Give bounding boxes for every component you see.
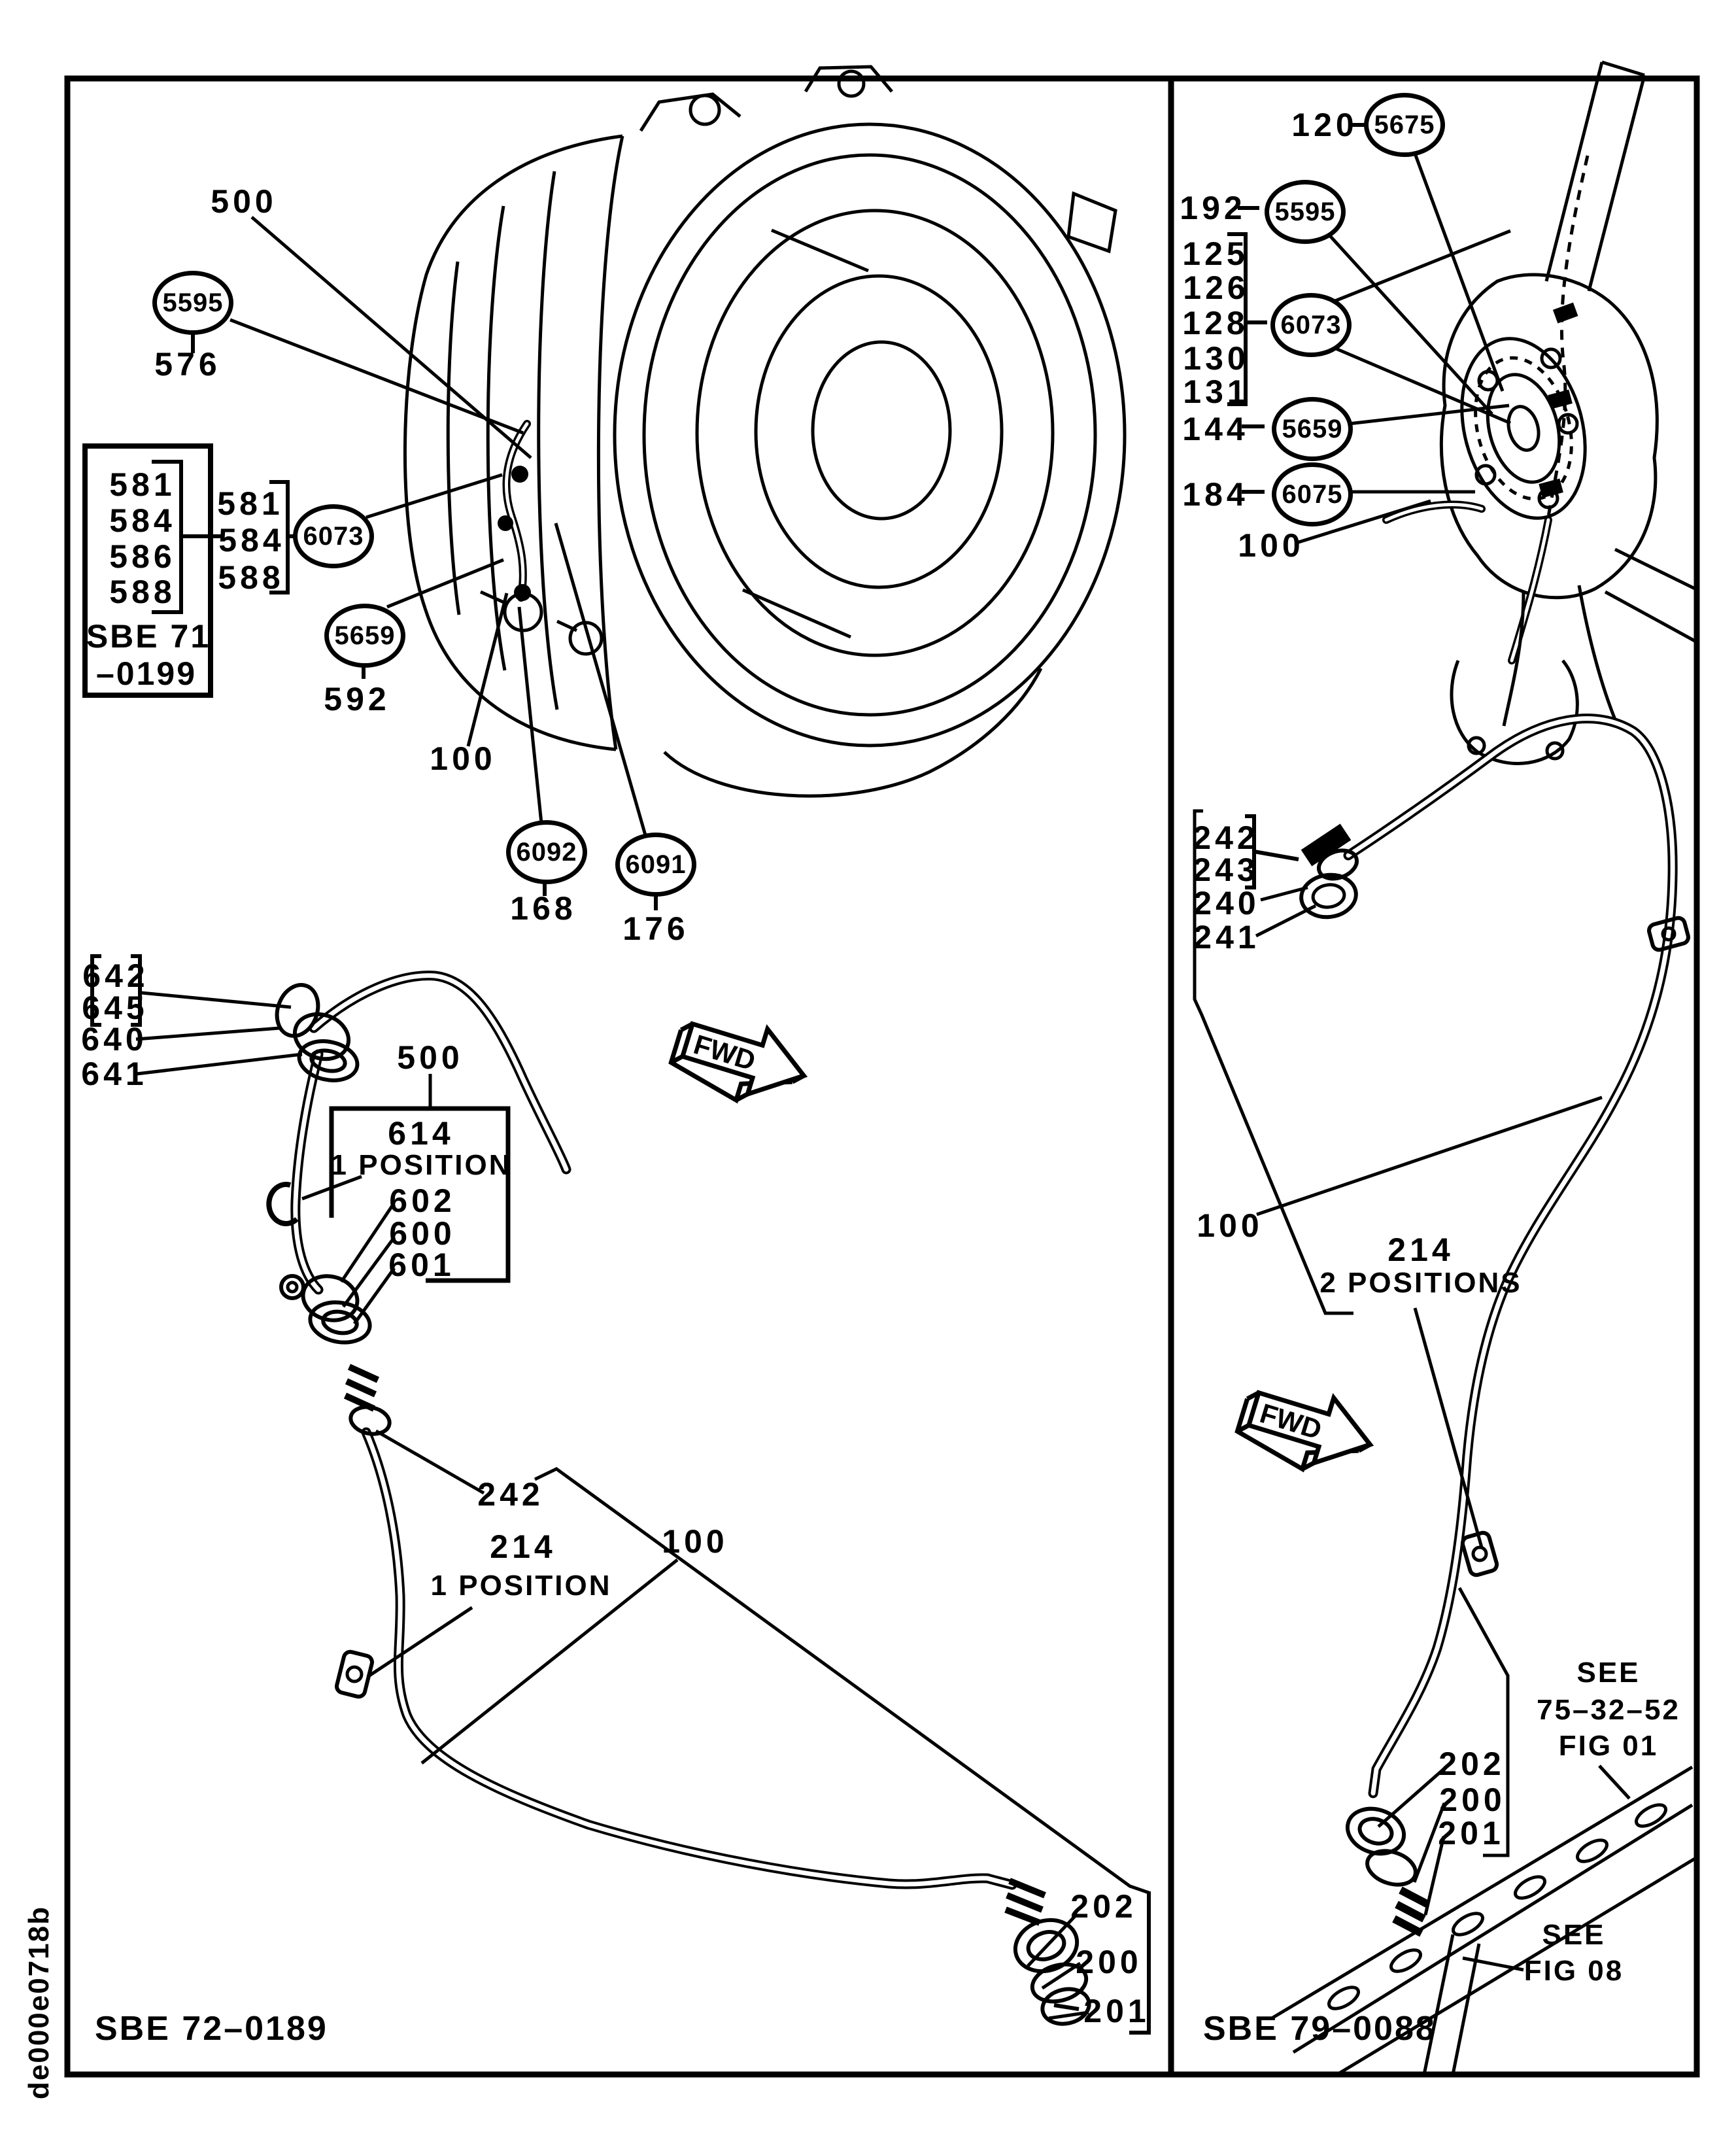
callout-601: 601 (388, 1247, 455, 1283)
callout-120: 120 (1291, 107, 1358, 143)
callout-500-pipe: 500 (397, 1039, 464, 1076)
callout-176: 176 (622, 910, 689, 947)
callout-circle-5595-right: 5595 (1265, 180, 1346, 244)
group-125: 125 (1182, 235, 1249, 272)
inset-ref-sbe71: SBE 71 (86, 618, 211, 655)
leader-lines (135, 146, 1631, 2020)
callout-circle-6075: 6075 (1272, 462, 1353, 526)
figure-id-right: SBE 79–0088 (1203, 2010, 1437, 2048)
callout-circle-5595-left: 5595 (152, 271, 233, 335)
see-ref-fig01-line2: 75–32–52 (1537, 1694, 1680, 1726)
fwd-arrow-icon: FWD FWD (668, 1021, 1374, 1473)
callout-201-left: 201 (1083, 1993, 1150, 2029)
drawing-code: de000e0718b (23, 1906, 55, 2099)
callout-144: 144 (1182, 411, 1249, 447)
group-126: 126 (1183, 269, 1250, 306)
transaxle-pipe-500 (498, 420, 531, 602)
callout-200-right: 200 (1439, 1781, 1506, 1818)
callout-100-pipe-left: 100 (662, 1523, 728, 1560)
callout-645: 645 (82, 990, 148, 1026)
inset-row-581: 581 (109, 466, 176, 503)
callout-202-right: 202 (1438, 1746, 1505, 1782)
inset-row-588: 588 (109, 574, 176, 610)
callout-202-left: 202 (1070, 1888, 1137, 1925)
inset-ref-0199: –0199 (95, 655, 197, 692)
callout-242-left: 242 (477, 1476, 544, 1513)
callout-214-right: 214 (1387, 1231, 1454, 1268)
callout-100-pipe-right: 100 (1197, 1207, 1263, 1244)
group-131: 131 (1183, 373, 1250, 410)
callout-241: 241 (1193, 919, 1260, 955)
see-ref-fig08-line1: SEE (1542, 1919, 1606, 1951)
callout-640: 640 (81, 1021, 148, 1058)
see-ref-fig01-line3: FIG 01 (1558, 1730, 1659, 1762)
callout-circle-6073-right: 6073 (1270, 293, 1352, 357)
see-ref-fig08-line2: FIG 08 (1523, 1955, 1624, 1987)
group-584: 584 (218, 522, 285, 559)
callout-circle-5675: 5675 (1364, 93, 1445, 157)
callout-592: 592 (324, 681, 390, 717)
callout-242-right: 242 (1193, 819, 1259, 856)
callout-100-transaxle: 100 (430, 740, 496, 777)
callout-214-left: 214 (490, 1528, 556, 1565)
fwd-label: FWD (690, 1029, 759, 1076)
callout-circle-5659-left: 5659 (324, 604, 405, 668)
callout-168: 168 (510, 890, 577, 927)
callout-214-note-right: 2 POSITIONS (1319, 1267, 1522, 1299)
callout-614-note: 1 POSITION (330, 1149, 512, 1181)
group-588: 588 (218, 559, 284, 596)
callout-240: 240 (1193, 885, 1260, 921)
callout-circle-6073-left: 6073 (293, 504, 374, 568)
callout-100-upper-right: 100 (1238, 527, 1304, 564)
callout-214-note-left: 1 POSITION (430, 1570, 612, 1602)
callout-192: 192 (1180, 190, 1246, 226)
callout-576: 576 (154, 346, 221, 383)
callout-600: 600 (389, 1215, 456, 1252)
group-581: 581 (217, 485, 284, 522)
callout-184: 184 (1182, 476, 1249, 513)
callout-500-transaxle: 500 (211, 183, 277, 220)
fwd-label: FWD (1257, 1398, 1325, 1445)
callout-642: 642 (82, 957, 149, 994)
group-130: 130 (1183, 340, 1250, 377)
callout-641: 641 (81, 1056, 148, 1092)
callout-200-left: 200 (1076, 1944, 1142, 1980)
callout-circle-5659-right: 5659 (1272, 397, 1353, 461)
transaxle-drawing (403, 65, 1127, 798)
callout-circle-6091: 6091 (615, 833, 696, 897)
group-128: 128 (1182, 305, 1249, 341)
knuckle-hub-drawing (1382, 60, 1696, 765)
inset-row-584: 584 (109, 502, 176, 539)
inset-row-586: 586 (109, 538, 176, 575)
callout-243: 243 (1193, 852, 1259, 888)
callout-201-right: 201 (1438, 1815, 1505, 1851)
figure-id-left: SBE 72–0189 (95, 2010, 328, 2048)
callout-614: 614 (388, 1115, 454, 1152)
callout-circle-6092: 6092 (506, 820, 587, 884)
see-ref-fig01-line1: SEE (1576, 1657, 1641, 1689)
callout-602: 602 (389, 1182, 456, 1219)
